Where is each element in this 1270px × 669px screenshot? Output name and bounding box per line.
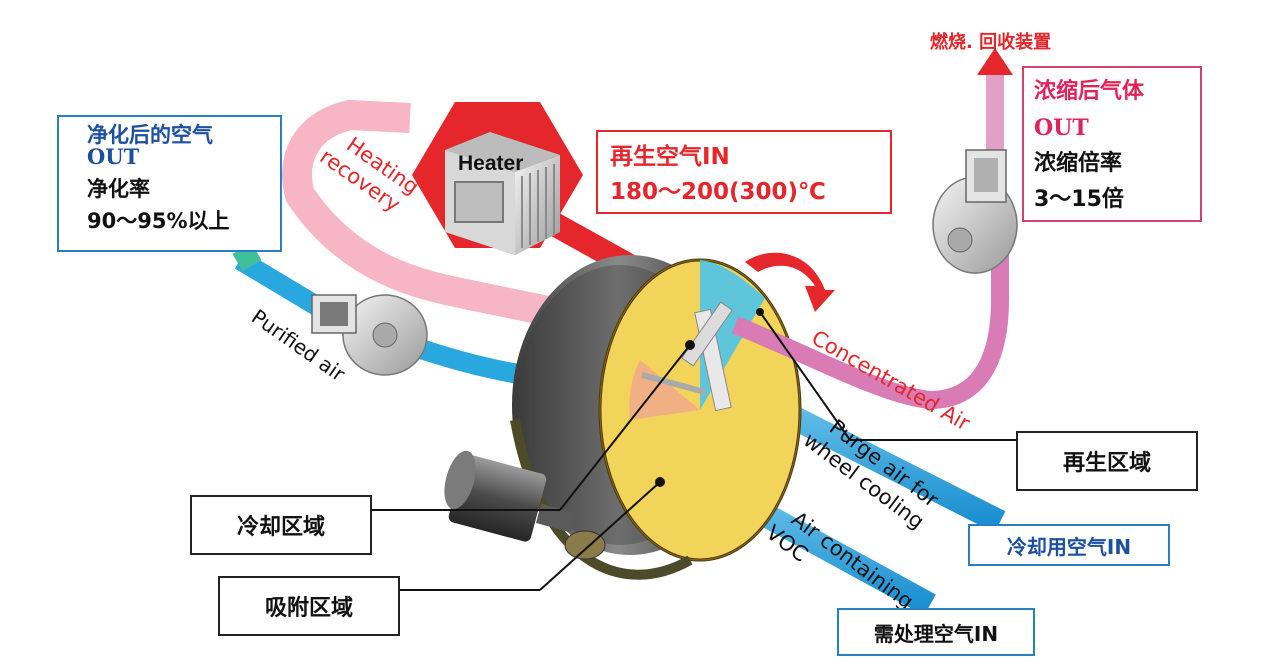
regen-air-in-box: 再生空气IN 180～200(300)℃: [596, 130, 892, 214]
concentration-ratio-label: 浓缩倍率: [1034, 151, 1123, 176]
regen-zone-label: 再生区域: [1016, 431, 1198, 491]
regen-air-in-title: 再生空气IN: [610, 144, 730, 170]
concentrated-air-fan: [932, 149, 1018, 274]
cooling-air-in-label: 冷却用空气IN: [968, 524, 1170, 566]
purification-rate-value: 90～95%以上: [87, 209, 230, 233]
process-air-in-label: 需处理空气IN: [837, 608, 1035, 656]
cooling-zone-leader: [559, 344, 691, 511]
concentrated-air-duct: [731, 250, 1009, 410]
concentrated-gas-title: 浓缩后气体: [1034, 79, 1145, 104]
adsorption-zone-label: 吸附区域: [218, 576, 400, 636]
heating-recovery-duct: [282, 99, 644, 345]
drive-motor: [444, 450, 606, 560]
regen-zone-leader: [759, 311, 851, 441]
regen-air-temp: 180～200(300)℃: [610, 179, 826, 205]
heater: Heater: [412, 102, 583, 255]
cooling-zone-label: 冷却区域: [190, 495, 372, 555]
seal-plate-2: [681, 301, 733, 367]
concentrated-gas-out: OUT: [1034, 115, 1089, 141]
purification-rate-label: 净化率: [87, 177, 150, 201]
exhaust-arrowhead: [977, 48, 1013, 75]
heater-label: Heater: [458, 152, 523, 175]
purified-out-title: 净化后的空气: [87, 123, 213, 147]
combustion-recovery-label: 燃烧. 回收装置: [930, 32, 1052, 53]
heating-recovery-text: Heating recovery: [316, 124, 429, 224]
rotation-arrow: [745, 252, 835, 312]
purified-air-fan: [311, 294, 428, 376]
purified-air-out-box: 净化后的空气 OUT 净化率 90～95%以上: [57, 115, 282, 252]
concentration-ratio-value: 3～15倍: [1034, 187, 1124, 212]
adsorption-zone-leader: [539, 481, 661, 591]
concentrated-gas-out-box: 浓缩后气体 OUT 浓缩倍率 3～15倍: [1022, 66, 1202, 222]
concentrated-air-text: Concentrated Air: [808, 326, 975, 436]
purified-out-out: OUT: [87, 144, 140, 169]
